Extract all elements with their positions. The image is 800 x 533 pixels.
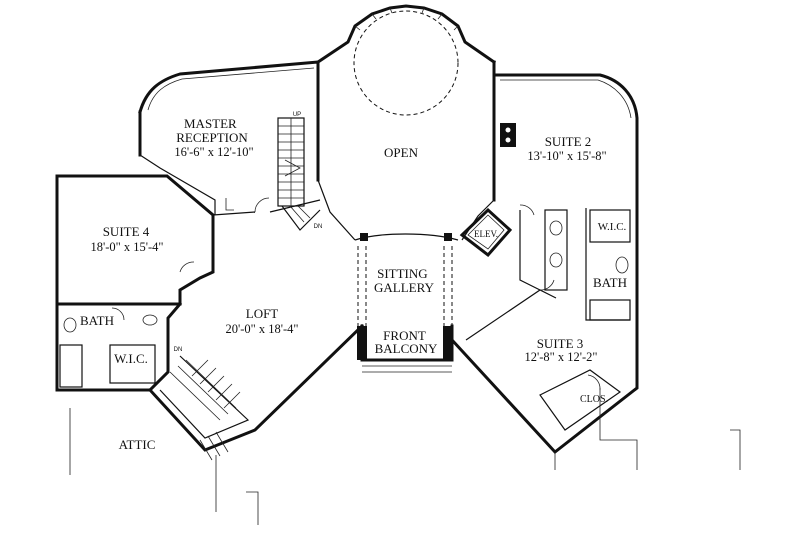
stair-dn-top-label: DN (314, 224, 323, 230)
wic-left-label: W.I.C. (114, 351, 148, 366)
bath-right-label: BATH (593, 275, 627, 290)
door-swings (111, 197, 601, 391)
suite2-dims: 13'-10" x 15'-8" (527, 149, 606, 163)
loft-dims: 20'-0" x 18'-4" (225, 322, 298, 336)
turret (315, 4, 497, 116)
suite3-dims: 12'-8" x 12'-2" (524, 350, 597, 364)
stair-lower (169, 359, 241, 461)
columns (357, 233, 453, 360)
master-reception-dims: 16'-6" x 12'-10" (174, 145, 253, 159)
outer-walls (55, 60, 639, 455)
stair-upper (277, 117, 321, 231)
balcony-rail (362, 365, 452, 373)
stair-up-label: UP (293, 112, 301, 118)
clos-label: CLOS. (580, 394, 608, 405)
sitting-gallery-label: SITTING GALLERY (374, 266, 435, 295)
attic-label: ATTIC (119, 437, 156, 452)
elev-label: ELEV. (474, 229, 498, 239)
suite2-label: SUITE 2 (545, 134, 592, 149)
bath-left-fixtures (59, 314, 158, 388)
suite3-label: SUITE 3 (537, 336, 584, 351)
stair-dn-left-label: DN (174, 347, 183, 353)
fireplace (500, 123, 516, 147)
inner-walls (69, 154, 741, 525)
bath-right-fixtures (544, 209, 631, 321)
open-label: OPEN (384, 145, 419, 160)
wic-right-label: W.I.C. (598, 221, 627, 233)
suite4-label: SUITE 4 (103, 224, 150, 239)
loft-label: LOFT (246, 306, 279, 321)
elevator (459, 207, 513, 258)
suite4-dims: 18'-0" x 15'-4" (90, 240, 163, 254)
front-balcony-label: FRONT BALCONY (375, 328, 438, 356)
master-reception-label: MASTER RECEPTION (176, 116, 248, 145)
bath-left-label: BATH (80, 313, 114, 328)
